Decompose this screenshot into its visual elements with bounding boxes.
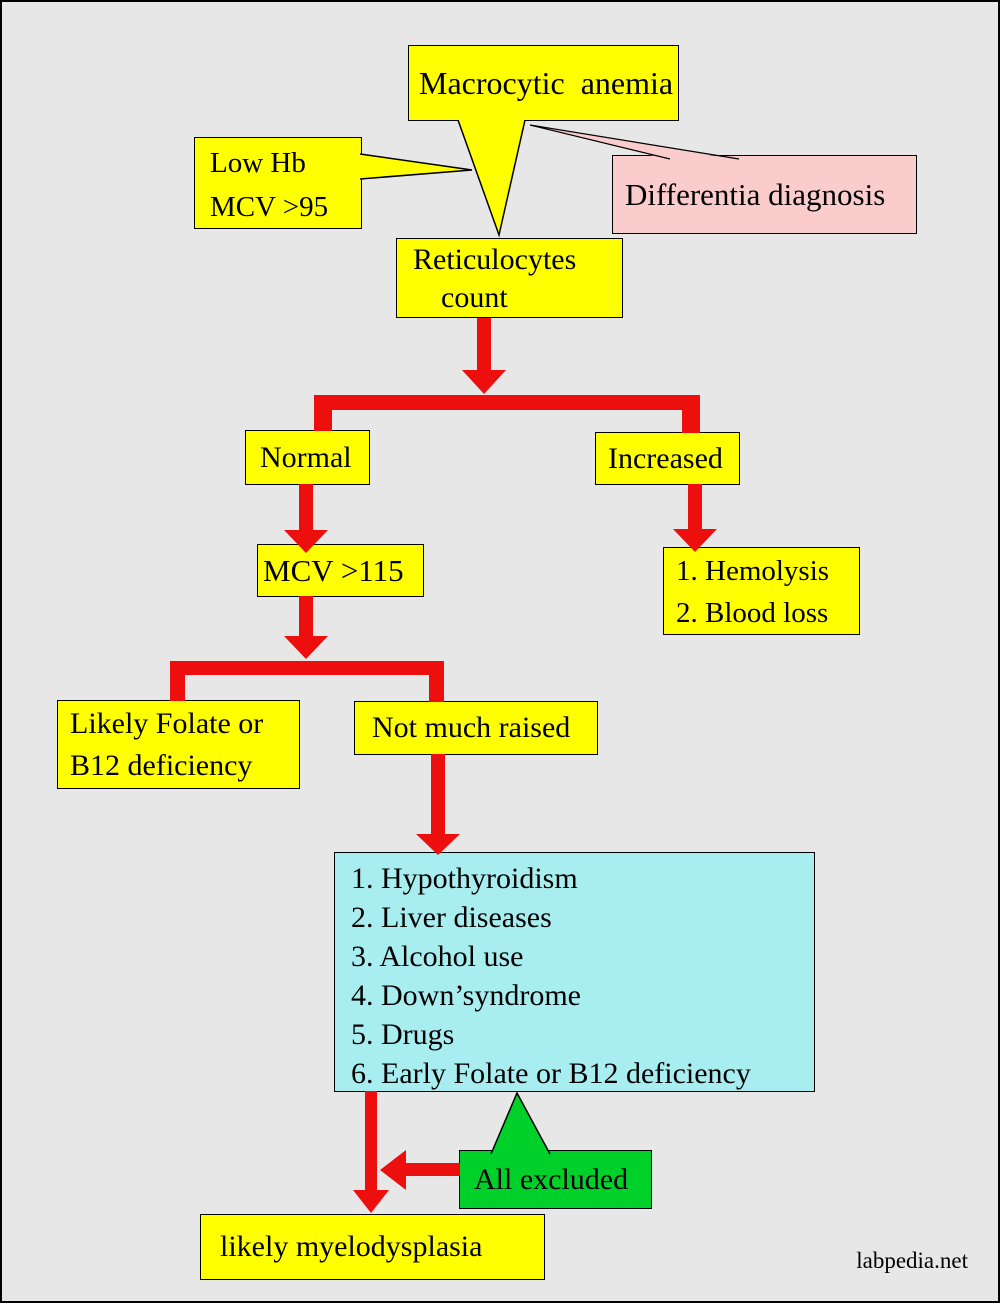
- node-likely-myelodysplasia: likely myelodysplasia: [200, 1214, 545, 1280]
- low-hb-pointer: [357, 153, 473, 180]
- node-low-hb-callout: Low Hb MCV >95: [194, 137, 362, 229]
- node-reticulocytes-count: Reticulocytes count: [396, 238, 623, 318]
- causes-item: 4. Down’syndrome: [351, 979, 581, 1012]
- causes-item: 2. Liver diseases: [351, 901, 552, 934]
- node-differential-diagnosis-callout: Differentia diagnosis: [612, 155, 917, 234]
- node-macrocytic-anemia: Macrocytic anemia: [408, 45, 679, 121]
- node-likely-folate-b12-deficiency: Likely Folate or B12 deficiency: [57, 700, 300, 789]
- reticulocytes-line1: Reticulocytes: [413, 243, 577, 276]
- hemolysis-line1: 1. Hemolysis: [676, 555, 830, 587]
- low-hb-line2: MCV >95: [210, 191, 329, 223]
- watermark-labpedia: labpedia.net: [856, 1248, 968, 1273]
- all-excluded-pointer: [490, 1091, 551, 1155]
- causes-item: 1. Hypothyroidism: [351, 862, 578, 895]
- reticulocytes-line2: count: [441, 281, 508, 314]
- causes-item: 6. Early Folate or B12 deficiency: [351, 1057, 751, 1090]
- node-increased: Increased: [595, 432, 740, 485]
- node-not-much-raised: Not much raised: [354, 701, 598, 755]
- node-causes-list: 1. Hypothyroidism 2. Liver diseases 3. A…: [334, 852, 815, 1092]
- node-normal: Normal: [245, 430, 370, 485]
- node-mcv-115: MCV >115: [257, 544, 424, 597]
- causes-item: 5. Drugs: [351, 1018, 455, 1051]
- node-all-excluded-callout: All excluded: [459, 1150, 652, 1209]
- low-hb-line1: Low Hb: [210, 147, 306, 179]
- causes-item: 3. Alcohol use: [351, 940, 524, 973]
- node-hemolysis-blood-loss: 1. Hemolysis 2. Blood loss: [663, 547, 860, 635]
- likely-folate-line2: B12 deficiency: [70, 749, 253, 782]
- macrocytic-pointer: [457, 118, 526, 238]
- likely-folate-line1: Likely Folate or: [70, 707, 264, 740]
- hemolysis-line2: 2. Blood loss: [676, 597, 829, 629]
